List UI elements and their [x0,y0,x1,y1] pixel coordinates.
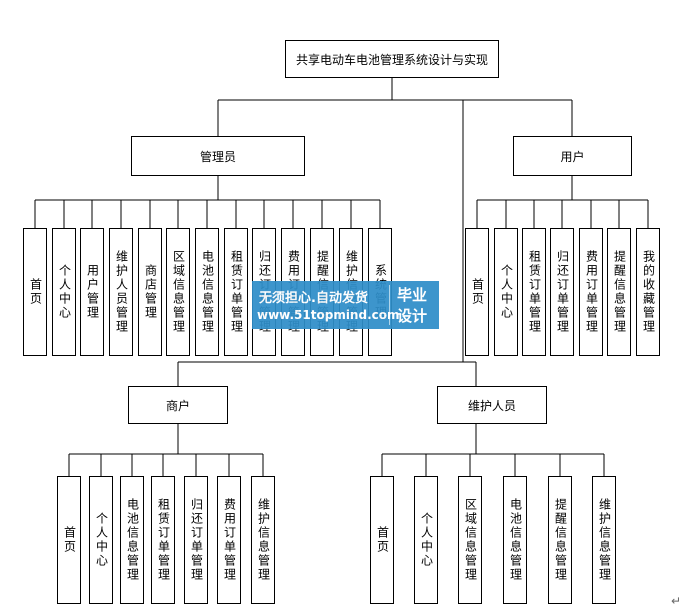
user-item: 租赁订单管理 [522,228,546,356]
merchant-item: 归还订单管理 [184,476,208,604]
maintainer-item: 维护信息管理 [592,476,616,604]
admin-item: 个人中心 [52,228,76,356]
user-node: 用户 [513,136,632,176]
admin-item: 商店管理 [138,228,162,356]
watermark-banner: 无须担心.自动发货 www.51topmind.com 毕业 设计 [252,281,439,329]
user-item: 个人中心 [494,228,518,356]
maintainer-node: 维护人员 [437,386,547,424]
watermark-badge-bottom: 设计 [397,307,428,325]
merchant-item: 首页 [57,476,81,604]
merchant-item: 费用订单管理 [217,476,241,604]
merchant-item: 租赁订单管理 [151,476,175,604]
admin-item: 维护人员管理 [109,228,133,356]
admin-item: 首页 [23,228,47,356]
watermark-line1: 无须担心.自动发货 [259,291,368,306]
user-item: 首页 [465,228,489,356]
maintainer-item: 区域信息管理 [458,476,482,604]
admin-item: 用户管理 [80,228,104,356]
watermark-badge-top: 毕业 [397,286,428,304]
merchant-node: 商户 [128,386,228,424]
return-mark: ↵ [671,594,682,608]
maintainer-item: 首页 [370,476,394,604]
admin-item: 租赁订单管理 [224,228,248,356]
user-item: 我的收藏管理 [636,228,660,356]
maintainer-item: 个人中心 [414,476,438,604]
root-node: 共享电动车电池管理系统设计与实现 [285,40,499,78]
admin-node: 管理员 [131,136,305,176]
admin-item: 区域信息管理 [166,228,190,356]
watermark-line2: www.51topmind.com [257,308,400,322]
admin-item: 电池信息管理 [195,228,219,356]
maintainer-item: 提醒信息管理 [548,476,572,604]
merchant-item: 个人中心 [89,476,113,604]
watermark-divider [389,285,390,325]
user-item: 费用订单管理 [579,228,603,356]
user-item: 归还订单管理 [550,228,574,356]
merchant-item: 电池信息管理 [120,476,144,604]
user-item: 提醒信息管理 [607,228,631,356]
maintainer-item: 电池信息管理 [503,476,527,604]
merchant-item: 维护信息管理 [251,476,275,604]
